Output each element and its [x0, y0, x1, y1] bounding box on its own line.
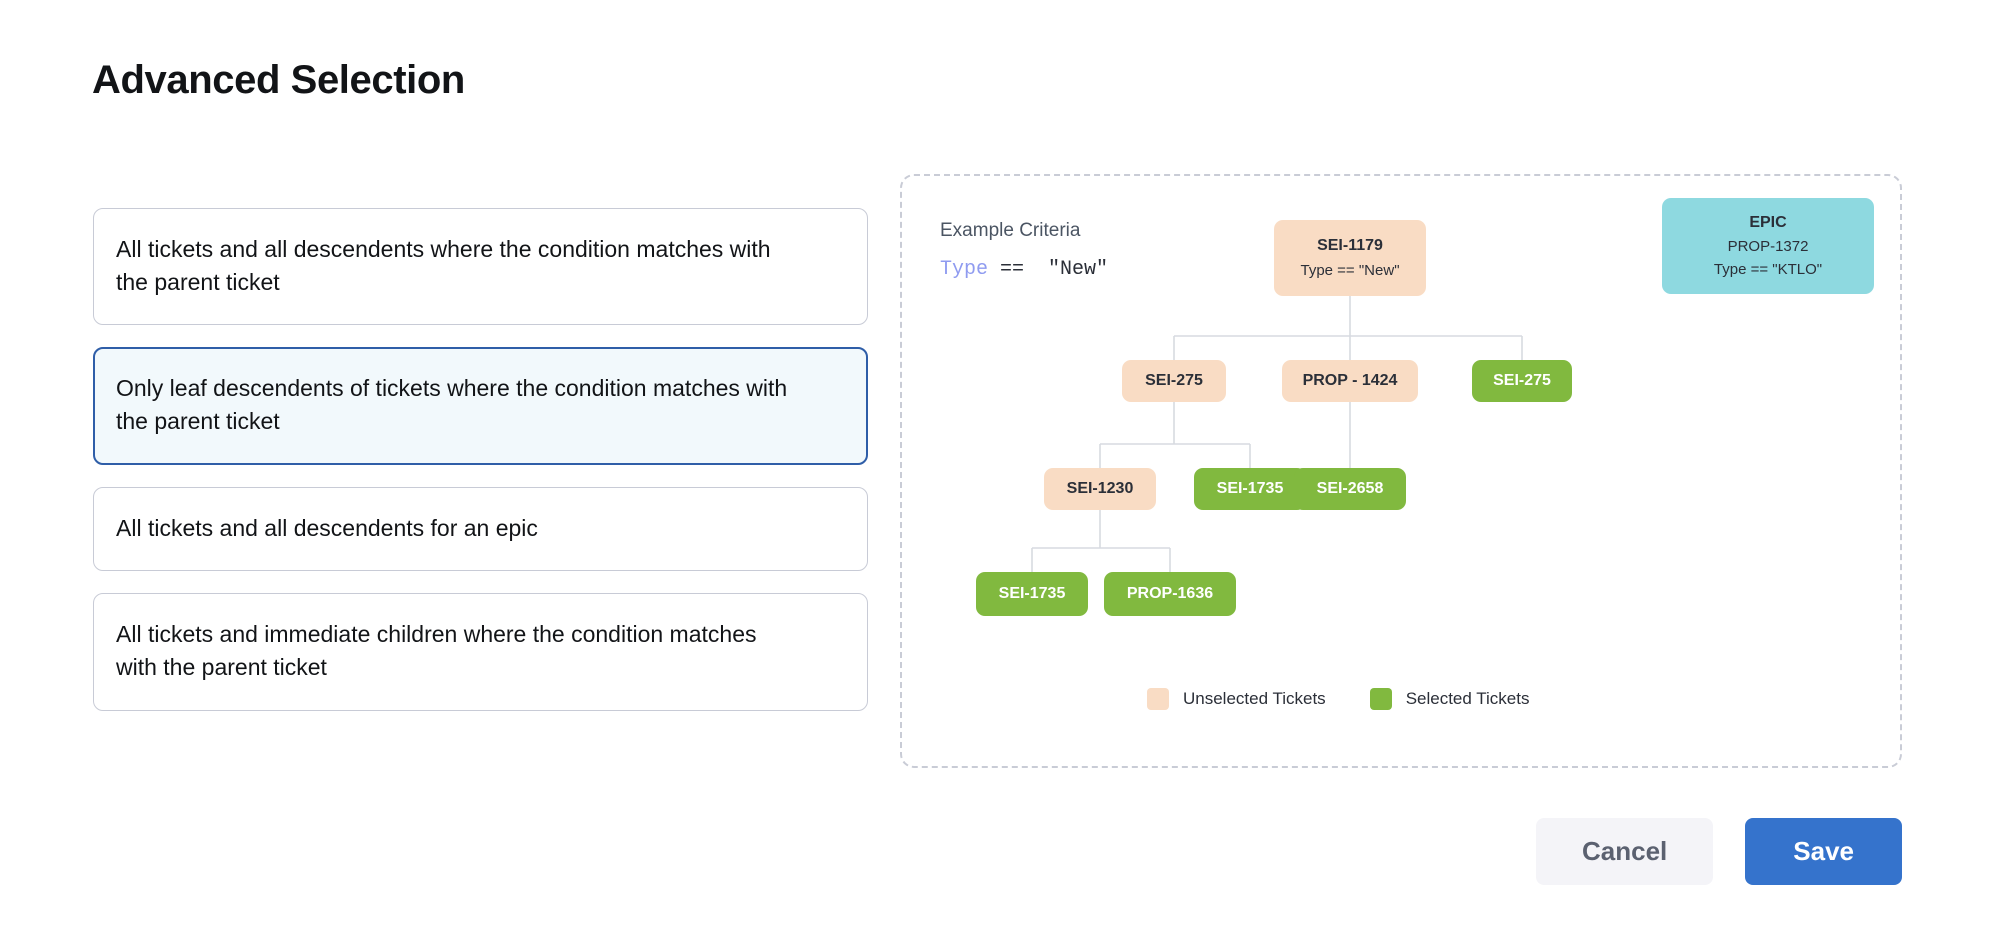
node-label-line1: SEI-275	[1145, 372, 1203, 389]
diagram-legend: Unselected Tickets Selected Tickets	[1147, 688, 1529, 710]
ticket-node-prop-1636[interactable]: PROP-1636	[1104, 572, 1236, 616]
option-card-all-descendents[interactable]: All tickets and all descendents where th…	[93, 208, 868, 326]
legend-label: Unselected Tickets	[1183, 689, 1326, 708]
node-label-line1: PROP-1636	[1126, 585, 1214, 602]
cancel-button[interactable]: Cancel	[1536, 818, 1714, 885]
node-label-line1: EPIC	[1749, 214, 1787, 231]
node-label-line1: PROP - 1424	[1302, 372, 1398, 389]
node-label-line1: SEI-2658	[1316, 480, 1384, 497]
node-label-line1: SEI-1230	[1066, 480, 1134, 497]
node-label-line2: PROP-1372	[1727, 238, 1809, 255]
node-label-line2: Type == "New"	[1300, 262, 1400, 279]
ticket-node-prop-1424[interactable]: PROP - 1424	[1282, 360, 1418, 402]
legend-swatch-icon-unselected	[1147, 688, 1169, 710]
ticket-node-sei-1179[interactable]: SEI-1179 Type == "New"	[1274, 220, 1426, 296]
node-label-line1: SEI-275	[1493, 372, 1551, 389]
page-title: Advanced Selection	[92, 58, 465, 102]
option-card-leaf-descendents[interactable]: Only leaf descendents of tickets where t…	[93, 347, 868, 465]
selection-options-list: All tickets and all descendents where th…	[93, 208, 868, 711]
option-label: All tickets and all descendents where th…	[116, 236, 771, 295]
dialog-footer: Cancel Save	[1536, 818, 1902, 885]
ticket-node-sei-1735-row4[interactable]: SEI-1735	[976, 572, 1088, 616]
node-label-line1: SEI-1735	[998, 585, 1066, 602]
example-criteria-expression: Type == "New"	[940, 258, 1108, 281]
ticket-node-sei-275-selected[interactable]: SEI-275	[1472, 360, 1572, 402]
legend-swatch-icon-selected	[1369, 688, 1392, 710]
ticket-node-sei-1735-row3[interactable]: SEI-1735	[1194, 468, 1306, 510]
node-label-line1: SEI-1179	[1317, 237, 1383, 254]
option-label: All tickets and immediate children where…	[116, 621, 757, 680]
ticket-node-epic-prop-1372[interactable]: EPIC PROP-1372 Type == "KTLO"	[1662, 198, 1874, 294]
legend-item-unselected: Unselected Tickets	[1147, 688, 1326, 710]
ticket-node-sei-1230[interactable]: SEI-1230	[1044, 468, 1156, 510]
node-label-line1: SEI-1735	[1216, 480, 1284, 497]
example-diagram-panel: Example Criteria Type == "New"	[900, 174, 1902, 768]
option-card-immediate-children[interactable]: All tickets and immediate children where…	[93, 593, 868, 711]
legend-label: Selected Tickets	[1405, 689, 1530, 708]
criteria-keyword: Type	[940, 258, 989, 281]
node-label-line3: Type == "KTLO"	[1713, 261, 1823, 278]
option-label: Only leaf descendents of tickets where t…	[116, 375, 788, 434]
ticket-node-sei-2658[interactable]: SEI-2658	[1294, 468, 1406, 510]
option-label: All tickets and all descendents for an e…	[116, 514, 538, 541]
save-button[interactable]: Save	[1745, 818, 1902, 885]
option-card-epic-descendents[interactable]: All tickets and all descendents for an e…	[93, 486, 868, 572]
criteria-operand: == "New"	[988, 258, 1109, 281]
legend-item-selected: Selected Tickets	[1369, 688, 1530, 710]
ticket-node-sei-275-row2[interactable]: SEI-275	[1122, 360, 1226, 402]
example-criteria-label: Example Criteria	[940, 220, 1081, 241]
